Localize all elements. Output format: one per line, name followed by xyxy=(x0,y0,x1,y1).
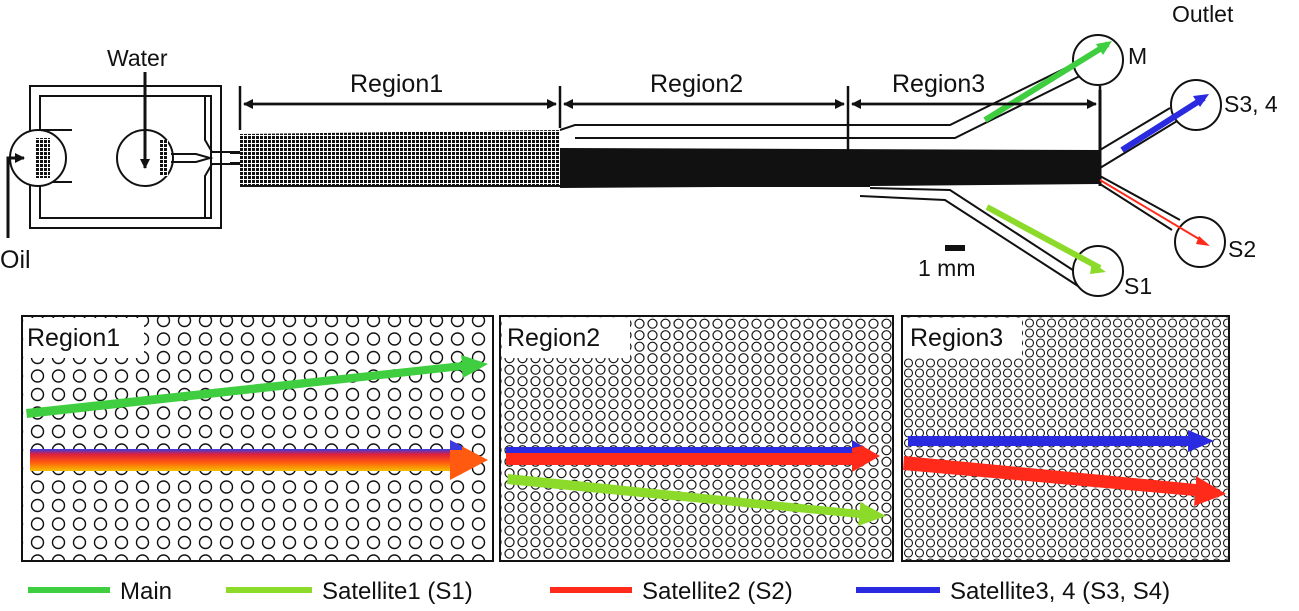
legend-item-satellite1: Satellite1 (S1) xyxy=(226,578,473,605)
outlet-s34-label: S3, 4 xyxy=(1224,91,1278,117)
oil-arrow xyxy=(6,153,25,238)
region1-combined-arrow xyxy=(30,449,454,471)
oil-filter xyxy=(36,138,50,178)
legend-label-satellite1: Satellite1 (S1) xyxy=(322,578,473,605)
outlet-title: Outlet xyxy=(1172,1,1234,27)
region3-panel: Region3 xyxy=(901,315,1230,562)
s34-outlet-channel xyxy=(1099,107,1183,169)
outlet-s1-label: S1 xyxy=(1124,273,1152,299)
region-dimension-lines xyxy=(238,86,1102,150)
water-filter xyxy=(160,140,168,176)
region1-main-arrow xyxy=(26,355,488,418)
legend-label-main: Main xyxy=(120,578,172,605)
region3-panel-label-bg xyxy=(904,318,1022,358)
legend-label-satellite34: Satellite3, 4 (S3, S4) xyxy=(950,578,1170,605)
region1-sieve xyxy=(240,130,560,186)
legend-item-satellite2: Satellite2 (S2) xyxy=(550,578,793,605)
s34-flow-arrow xyxy=(1120,95,1206,153)
scale-bar-label: 1 mm xyxy=(918,255,976,281)
outlet-m-label: M xyxy=(1128,43,1147,69)
device-overview: Oil Water Outlet M S xyxy=(0,1,1278,299)
s1-flow-arrow xyxy=(985,204,1102,271)
region2-s1-arrow xyxy=(507,474,886,526)
s2-outlet-channel xyxy=(1099,175,1181,231)
region2-blue-arrow xyxy=(506,447,856,455)
region1-panel: Region1 xyxy=(21,315,494,562)
region3-panel-label: Region3 xyxy=(910,324,1003,352)
region2-dimension-label: Region2 xyxy=(650,70,743,98)
legend-item-satellite34: Satellite3, 4 (S3, S4) xyxy=(856,578,1170,605)
region1-panel-label: Region1 xyxy=(27,324,120,352)
region3-dimension-label: Region3 xyxy=(892,70,985,98)
main-outlet-channel xyxy=(559,59,1093,139)
outlet-s2-label: S2 xyxy=(1228,236,1256,262)
outlet-m-reservoir xyxy=(1072,34,1124,86)
main-flow-arrow xyxy=(983,41,1110,123)
region2-panel-label-bg xyxy=(502,318,630,358)
water-label: Water xyxy=(107,45,168,71)
region2-red-arrow xyxy=(506,453,856,465)
region3-red-arrow xyxy=(903,456,1226,506)
region1-dimension-label: Region1 xyxy=(350,70,443,98)
region3-blue-arrow xyxy=(908,436,1190,446)
scale-bar xyxy=(945,245,965,251)
legend: Main Satellite1 (S1) Satellite2 (S2) Sat… xyxy=(28,578,1170,605)
region2-panel: Region2 xyxy=(499,315,894,562)
legend-label-satellite2: Satellite2 (S2) xyxy=(642,578,793,605)
region2-panel-label: Region2 xyxy=(507,324,600,352)
region23-sieve xyxy=(560,148,1100,188)
legend-item-main: Main xyxy=(28,578,172,605)
s1-outlet-channel xyxy=(859,187,1083,287)
s2-flow-arrow xyxy=(1099,179,1205,243)
flow-focusing-junction xyxy=(171,96,240,218)
region1-panel-label-bg xyxy=(24,318,144,358)
oil-label: Oil xyxy=(0,246,31,274)
